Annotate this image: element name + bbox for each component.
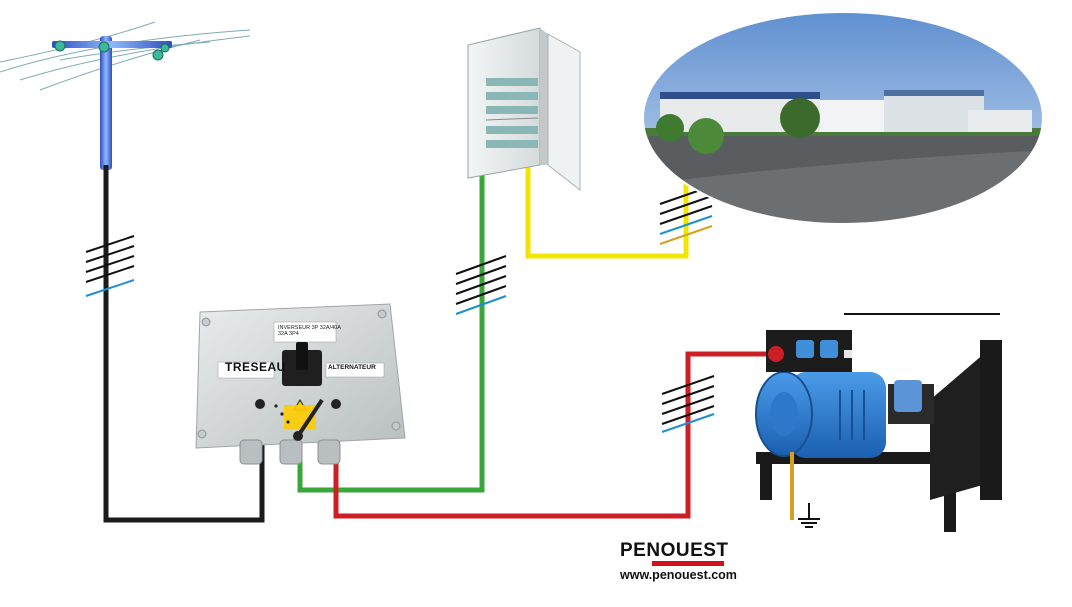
utility-pole-icon bbox=[0, 21, 251, 170]
switch-code-text: 32A 3P4 bbox=[278, 331, 299, 337]
generator-wire bbox=[333, 351, 770, 519]
distribution-panel-icon bbox=[467, 27, 581, 192]
brand-url[interactable]: www.penouest.com bbox=[620, 568, 737, 582]
brand-underline bbox=[652, 561, 724, 566]
generator-cable-marks bbox=[661, 375, 715, 433]
ground-symbol-icon bbox=[798, 503, 820, 528]
panel-cable-marks bbox=[455, 255, 507, 315]
panel-wire bbox=[297, 175, 485, 493]
brand-name: PENOUEST bbox=[620, 540, 729, 561]
building-wire bbox=[525, 138, 689, 259]
switch-box-label-top: INVERSEUR 3P 32A/40A 32A 3P4 bbox=[278, 325, 341, 337]
switch-left-label: TRESEAU bbox=[225, 360, 286, 374]
grid-cable-marks bbox=[85, 235, 135, 297]
generator-icon bbox=[755, 313, 1002, 532]
building-photo-icon bbox=[642, 11, 1044, 225]
switch-right-label: ALTERNATEUR bbox=[328, 364, 376, 371]
switch-rating-text: INVERSEUR 3P 32A/40A bbox=[278, 325, 341, 331]
transfer-switch-icon bbox=[195, 303, 406, 465]
